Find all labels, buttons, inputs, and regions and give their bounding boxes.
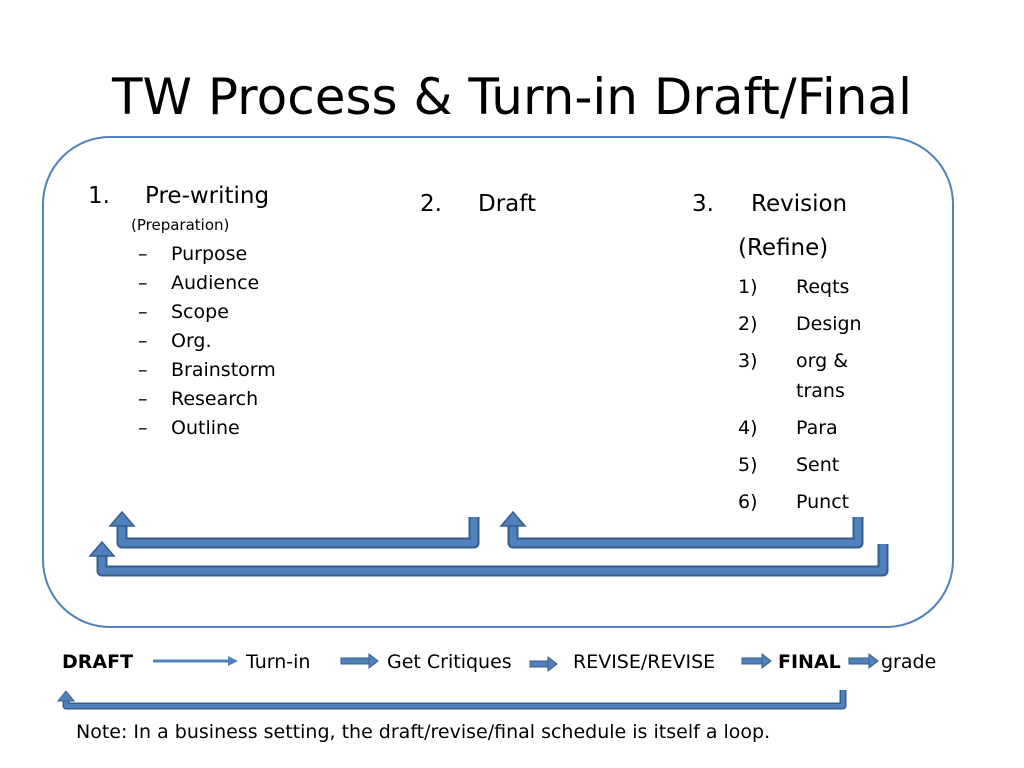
prewriting-item: Scope (171, 301, 229, 323)
workflow-draft: DRAFT (62, 651, 134, 673)
revision-number: 5) (738, 454, 758, 476)
revision-number: 3) (738, 350, 758, 372)
revision-number: 1) (738, 276, 758, 298)
dash-bullet: – (138, 330, 148, 352)
step-1-number: 1. (88, 183, 110, 209)
revision-item: Para (796, 417, 838, 439)
dash-bullet: – (138, 243, 148, 265)
prewriting-item: Org. (171, 330, 212, 352)
dash-bullet: – (138, 301, 148, 323)
process-panel (42, 136, 954, 628)
step-2-number: 2. (420, 191, 442, 217)
prewriting-item: Brainstorm (171, 359, 276, 381)
flow-arrow-turnin-critiques (340, 652, 379, 670)
revision-number: 6) (738, 491, 758, 513)
business-loop-arrow (56, 690, 847, 710)
prewriting-item: Audience (171, 272, 260, 294)
revision-item-line2: trans (796, 380, 845, 402)
step-3-number: 3. (692, 191, 714, 217)
revision-item: Sent (796, 454, 840, 476)
workflow-revise: REVISE/REVISE (573, 651, 716, 673)
revision-item: Punct (796, 491, 850, 513)
slide-title: TW Process & Turn-in Draft/Final (112, 68, 912, 126)
revision-item: org & (796, 350, 849, 372)
workflow-grade: grade (881, 651, 937, 673)
loop-arrow-draft-to-prewriting (108, 510, 480, 549)
step-3-sub: (Refine) (738, 235, 829, 261)
dash-bullet: – (138, 388, 148, 410)
flow-arrow-critiques-revise (529, 655, 558, 673)
workflow-turnin: Turn-in (246, 651, 311, 673)
prewriting-item: Outline (171, 417, 240, 439)
revision-item: Reqts (796, 276, 850, 298)
revision-number: 2) (738, 313, 758, 335)
revision-item: Design (796, 313, 862, 335)
dash-bullet: – (138, 272, 148, 294)
prewriting-item: Research (171, 388, 259, 410)
step-1-sub: (Preparation) (131, 216, 230, 234)
dash-bullet: – (138, 359, 148, 381)
step-2-label: Draft (478, 191, 536, 217)
step-1-label: Pre-writing (145, 183, 270, 209)
revision-number: 4) (738, 417, 758, 439)
loop-arrow-revision-to-draft (499, 510, 864, 549)
prewriting-item: Purpose (171, 243, 248, 265)
dash-bullet: – (138, 417, 148, 439)
workflow-critiques: Get Critiques (387, 651, 512, 673)
flow-arrow-revise-final (741, 652, 772, 670)
flow-arrow-final-grade (848, 652, 879, 670)
step-3-label: Revision (751, 191, 848, 217)
loop-arrow-revision-to-prewriting (88, 540, 889, 577)
flow-arrow-draft-turnin (153, 656, 238, 666)
workflow-final: FINAL (778, 651, 841, 673)
footnote: Note: In a business setting, the draft/r… (76, 721, 771, 743)
